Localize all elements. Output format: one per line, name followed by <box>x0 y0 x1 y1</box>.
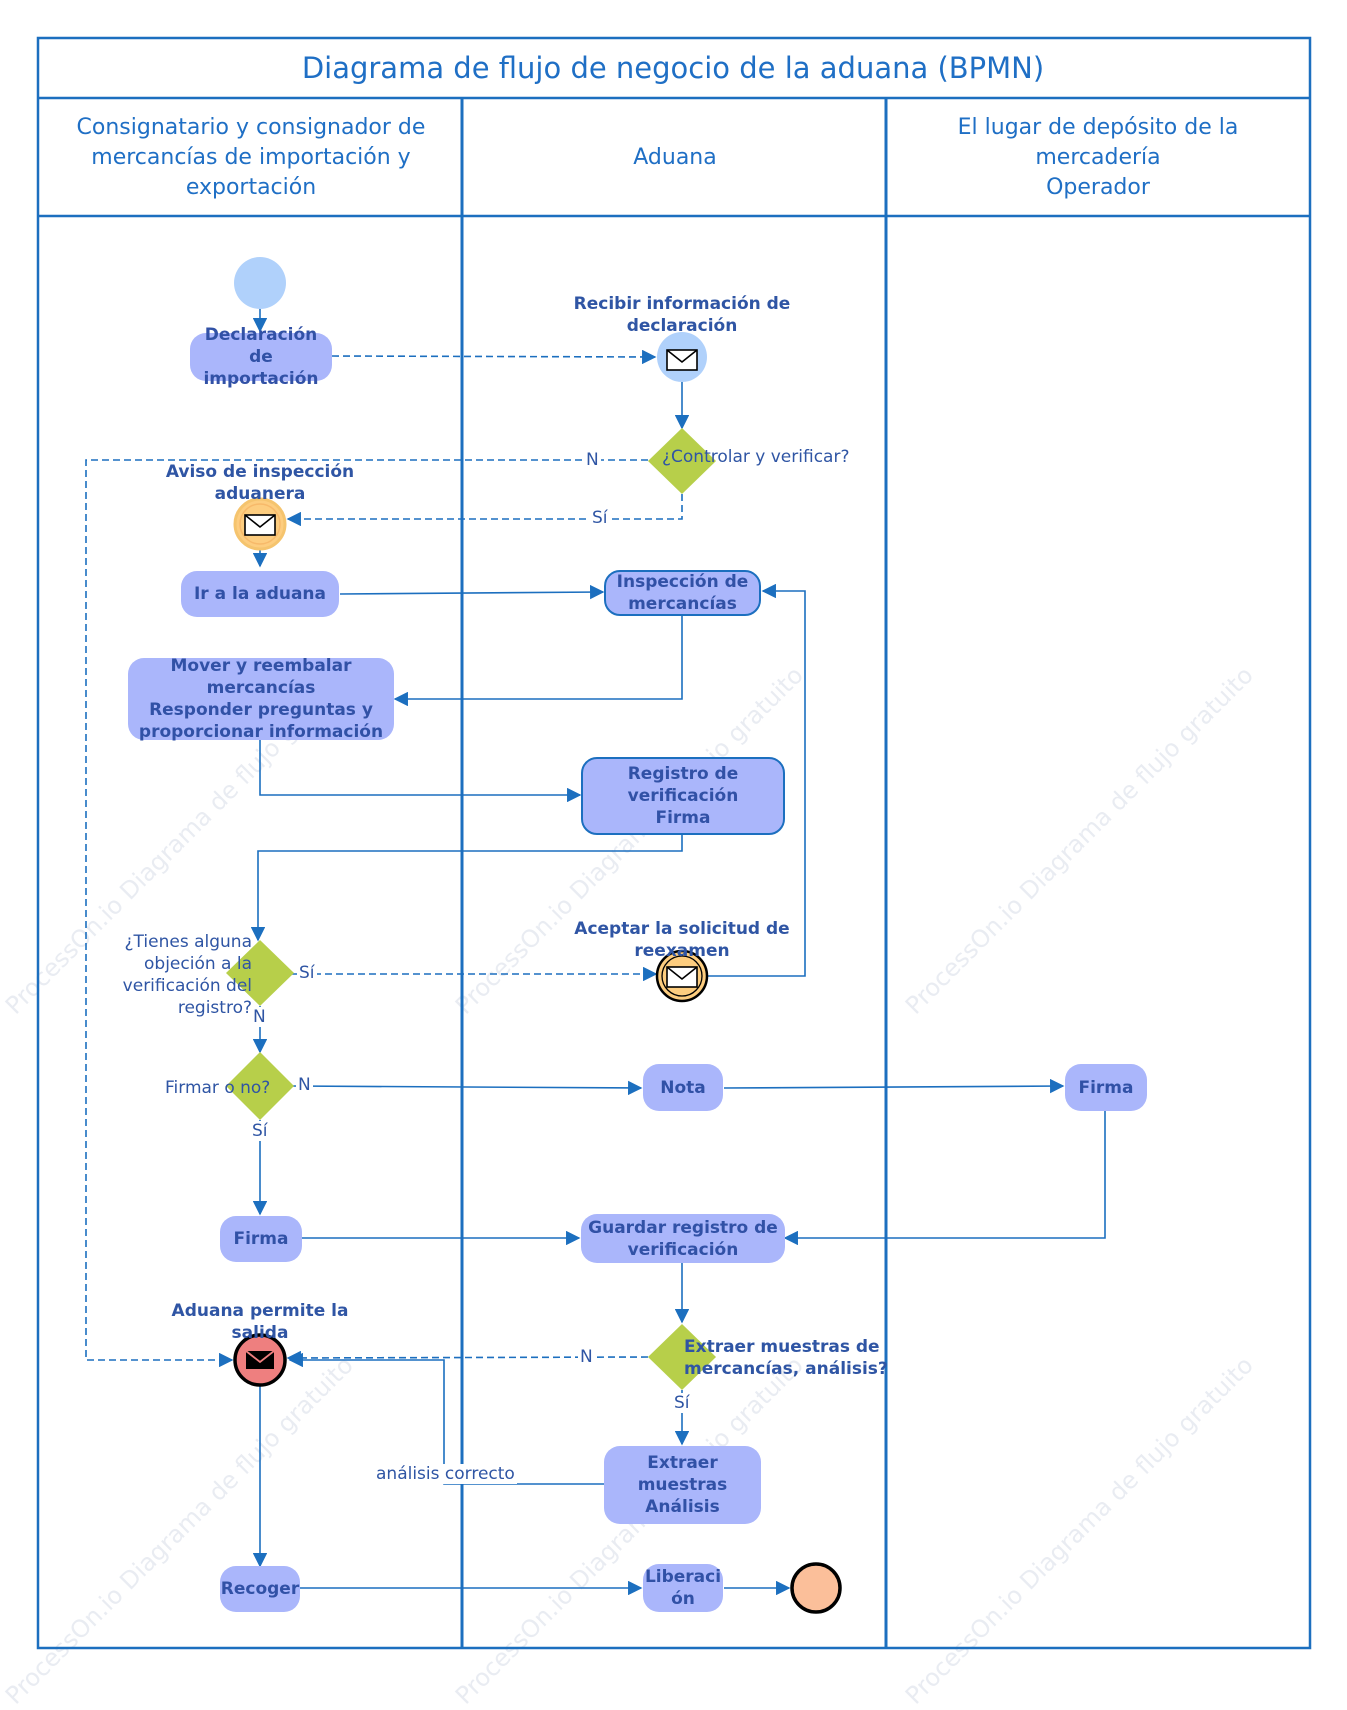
envelope-icon <box>666 349 698 371</box>
flow-lines <box>85 307 1106 1596</box>
task-guardar: Guardar registro de verificación <box>581 1214 785 1263</box>
event-label-recibir: Recibir información de declaración <box>573 294 791 336</box>
lane-header-operador: El lugar de depósito de la mercadería Op… <box>957 115 1239 200</box>
event-label-permite: Aduana permite la salida <box>171 1301 349 1343</box>
flow-label-si: Sí <box>672 1393 692 1413</box>
task-nota: Nota <box>643 1064 723 1111</box>
task-extraer: Extraer muestras Análisis <box>604 1446 761 1524</box>
task-liberacion: Liberaci ón <box>643 1564 723 1612</box>
flow-label-si: Sí <box>297 963 317 983</box>
task-firma-consignatario: Firma <box>220 1216 302 1262</box>
lane-header-consignatario: Consignatario y consignador de mercancía… <box>76 115 426 200</box>
flow-label-n: N <box>251 1007 268 1027</box>
diagram-title: Diagrama de flujo de negocio de la aduan… <box>301 51 1045 85</box>
flow-label-analisis-correcto: análisis correcto <box>374 1464 517 1484</box>
envelope-icon <box>244 514 276 536</box>
envelope-icon <box>666 966 698 988</box>
task-recoger: Recoger <box>220 1566 300 1612</box>
flow-label-n: N <box>578 1347 595 1367</box>
gateway-firmar <box>226 1052 294 1120</box>
end-event <box>790 1562 842 1614</box>
flow-label-si: Sí <box>250 1121 270 1141</box>
flow-label-n: N <box>296 1075 313 1095</box>
message-end-event <box>233 1333 287 1387</box>
gateway-label-controlar: ¿Controlar y verificar? <box>662 447 850 467</box>
task-inspeccion: Inspección de mercancías <box>604 570 761 616</box>
task-registro: Registro de verificación Firma <box>581 757 785 835</box>
message-reexam-event <box>655 949 709 1003</box>
flow-label-si: Sí <box>590 508 610 528</box>
message-intermediate-event <box>233 497 287 551</box>
event-label-aceptar: Aceptar la solicitud de reexamen <box>574 919 790 961</box>
event-label-aviso: Aviso de inspección aduanera <box>165 462 355 504</box>
task-ir-aduana: Ir a la aduana <box>181 571 339 617</box>
gateway-muestras <box>648 1324 716 1390</box>
task-firma-operador: Firma <box>1065 1064 1147 1111</box>
message-catch-event <box>657 332 707 382</box>
gateway-controlar <box>648 428 716 494</box>
start-event <box>234 257 286 309</box>
task-mover: Mover y reembalar mercancías Responder p… <box>128 656 394 742</box>
flow-label-n: N <box>584 450 601 470</box>
gateway-label-firmar: Firmar o no? <box>165 1078 271 1098</box>
pool-frame <box>36 36 1312 1650</box>
gateway-label-muestras: Extraer muestras de mercancías, análisis… <box>684 1337 888 1379</box>
gateway-objecion <box>226 940 294 1006</box>
lane-header-aduana: Aduana <box>633 145 717 170</box>
gateway-label-objecion: ¿Tienes alguna objeción a la verificació… <box>122 932 252 1018</box>
task-declaracion: Declaración de importación <box>190 325 332 389</box>
